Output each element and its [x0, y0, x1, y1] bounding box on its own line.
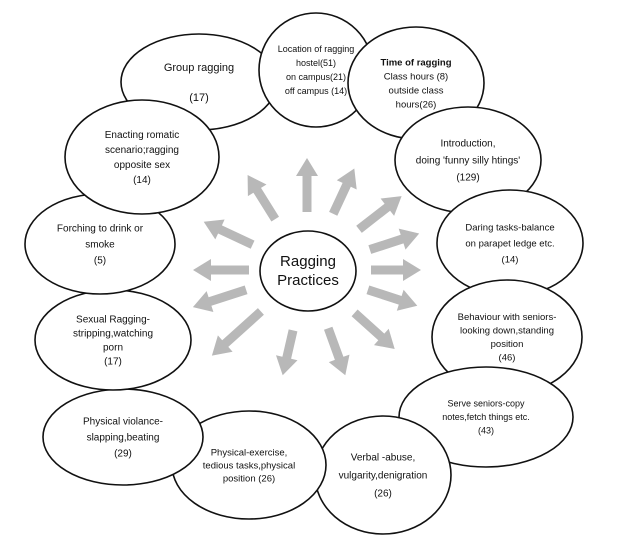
- node-sexual: Sexual Ragging-stripping,watching porn (17…: [34, 289, 192, 391]
- node-sexual-line-1: Sexual Ragging-: [76, 315, 150, 326]
- node-serve-line-3: (43): [478, 426, 494, 436]
- arrow-13: [203, 219, 255, 249]
- arrow-14: [247, 175, 279, 222]
- center-ellipse: [259, 230, 357, 312]
- arrow-8: [324, 326, 350, 376]
- node-location-line-3: on campus(21): [286, 72, 346, 82]
- node-daring-line-2: on parapet ledge etc.: [465, 238, 554, 249]
- arrow-11: [192, 285, 248, 312]
- node-violence-line-3: (29): [114, 449, 132, 460]
- node-daring-line-3: (14): [502, 254, 519, 265]
- node-location-line-2: hostel(51): [296, 58, 336, 68]
- arrow-4: [368, 228, 420, 254]
- node-violence-line-1: Physical violance-: [83, 417, 163, 428]
- node-behaviour-line-2: looking down,standing: [460, 326, 554, 337]
- node-daring-line-1: Daring tasks-balance: [465, 222, 554, 233]
- arrow-10: [211, 308, 264, 356]
- arrow-6: [366, 285, 418, 311]
- node-behaviour: Behaviour with seniors-looking down,stan…: [431, 279, 583, 395]
- node-verbal: Verbal -abuse, vulgarity,denigration (26): [314, 415, 452, 535]
- node-romantic-line-2: scenario;ragging: [105, 145, 179, 156]
- node-behaviour-line-4: (46): [499, 353, 516, 364]
- node-time-line-1: Time of ragging: [380, 57, 451, 68]
- node-serve-line-1: Serve seniors-copy: [447, 399, 525, 409]
- node-time-line-4: hours(26): [396, 99, 437, 110]
- node-daring: Daring tasks-balance on parapet ledge etc…: [436, 189, 584, 297]
- node-verbal-line-3: (26): [374, 489, 392, 500]
- center-line-1: Ragging: [280, 253, 336, 270]
- node-sexual-line-2: stripping,watching: [73, 329, 153, 340]
- node-romantic-line-3: opposite sex: [114, 160, 170, 171]
- node-location-line-4: off campus (14): [285, 86, 347, 96]
- node-serve-line-2: notes,fetch things etc.: [442, 412, 530, 422]
- node-exercise-line-3: position (26): [223, 473, 275, 484]
- node-drink-line-2: smoke: [85, 240, 115, 251]
- node-drink-line-3: (5): [94, 256, 106, 267]
- node-exercise: Physical-exercise, tedious tasks,physical…: [171, 410, 327, 520]
- node-sexual-ellipse: [34, 289, 192, 391]
- nodes-layer: Group ragging (17) Location of ragging host…: [24, 12, 584, 535]
- node-exercise-line-2: tedious tasks,physical: [203, 460, 295, 471]
- node-romantic-line-4: (14): [133, 175, 151, 186]
- arrows-layer: [192, 158, 421, 376]
- node-introduction-line-2: doing 'funny silly htings': [416, 156, 521, 167]
- arrow-7: [351, 309, 395, 349]
- node-location: Location of ragging hostel(51) on campus(2…: [258, 12, 374, 128]
- node-sexual-line-3: porn: [103, 343, 123, 354]
- node-verbal-line-2: vulgarity,denigration: [339, 471, 428, 482]
- center-line-2: Practices: [277, 272, 339, 289]
- node-introduction-line-1: Introduction,: [440, 139, 495, 150]
- node-drink: Forching to drink or smoke (5): [24, 193, 176, 295]
- node-time-line-2: Class hours (8): [384, 71, 448, 82]
- node-introduction-line-3: (129): [456, 173, 479, 184]
- node-romantic-line-1: Enacting romatic: [105, 130, 179, 141]
- node-romantic: Enacting romatic scenario;ragging opposite…: [64, 99, 220, 215]
- node-behaviour-line-3: position: [491, 339, 524, 350]
- node-group-line-3: (17): [189, 92, 209, 104]
- node-group-line-1: Group ragging: [164, 62, 234, 74]
- node-behaviour-line-1: Behaviour with seniors-: [458, 312, 557, 323]
- arrow-1: [296, 158, 318, 212]
- arrow-12: [193, 259, 249, 281]
- node-verbal-line-1: Verbal -abuse,: [351, 453, 416, 464]
- arrow-2: [329, 168, 357, 216]
- node-violence-line-2: slapping,beating: [87, 433, 160, 444]
- node-time-line-3: outside class: [389, 85, 444, 96]
- node-violence: Physical violance-slapping,beating (29): [42, 388, 204, 486]
- node-exercise-line-1: Physical-exercise,: [211, 447, 288, 458]
- node-drink-line-1: Forching to drink or: [57, 224, 144, 235]
- node-romantic-ellipse: [64, 99, 220, 215]
- arrow-3: [356, 196, 402, 233]
- node-location-line-1: Location of ragging: [278, 44, 355, 54]
- node-sexual-line-4: (17): [104, 357, 122, 368]
- arrow-5: [371, 259, 421, 281]
- arrow-9: [276, 329, 298, 376]
